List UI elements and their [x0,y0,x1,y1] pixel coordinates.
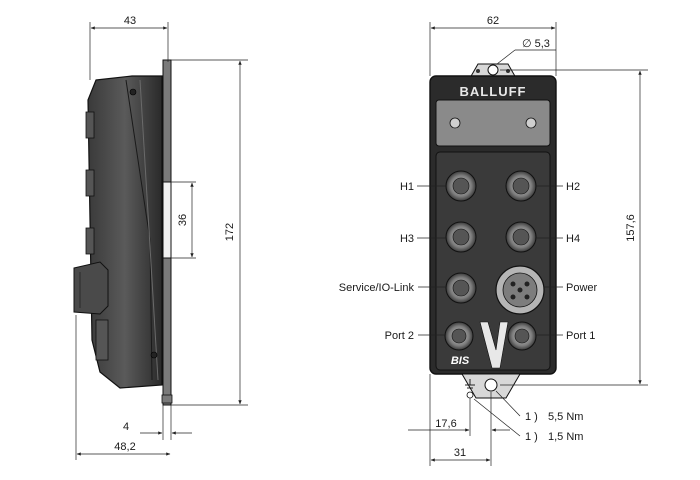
leader-line [473,398,521,437]
front-connector-panel [435,151,551,371]
dim-hole-diameter-label: ∅ 5,3 [522,38,550,50]
side-plate-foot [161,394,173,404]
dim-front-height-label: 157,6 [625,214,637,242]
brand-logo: BALLUFF [460,84,527,99]
connector-power [495,265,545,315]
side-plate-slot [162,181,172,259]
front-ground-hole [466,391,474,399]
front-bottom-hole [484,378,498,392]
dim-bottom-width-label: 31 [454,447,466,459]
port-label-h4: H4 [566,233,580,245]
connector-port2 [444,321,474,351]
side-connector-2 [85,169,95,197]
port-label-h2: H2 [566,181,580,193]
side-housing-highlight [139,79,159,381]
side-connector-1 [85,111,95,139]
connector-h4 [505,221,537,253]
side-power-connector [73,261,109,315]
side-led [150,351,158,359]
dim-side-total-label: 48,2 [114,441,135,453]
dim-side-width-label: 43 [124,15,136,27]
side-led [129,88,137,96]
front-label-plate [435,99,551,147]
torque-note-2-value: 1,5 Nm [548,431,583,443]
side-connector-4 [95,319,109,361]
front-view: BALLUFF [339,15,648,466]
dim-bottom-left-label: 17,6 [435,418,456,430]
connector-port1 [507,321,537,351]
leader-line [496,49,516,65]
connector-service [445,272,477,304]
torque-note-1-value: 5,5 Nm [548,411,583,423]
connector-h3 [445,221,477,253]
port-label-power: Power [566,282,598,294]
side-view: 43 172 36 4 48,2 [73,15,248,460]
front-top-hole [487,64,499,76]
torque-note-2-marker: 1 ) [525,431,538,443]
torque-note-1-marker: 1 ) [525,411,538,423]
ground-symbol-icon [465,379,475,389]
port-label-h1: H1 [400,181,414,193]
dim-slot-label: 36 [177,214,189,226]
dim-plate-label: 4 [123,421,129,433]
bis-logo: BIS [451,355,470,367]
dim-side-height-label: 172 [224,223,236,241]
port-label-service: Service/IO-Link [339,282,415,294]
connector-h1 [445,170,477,202]
port-label-h3: H3 [400,233,414,245]
leader-line [495,390,521,417]
port-label-port1: Port 1 [566,330,595,342]
side-connector-3 [85,227,95,255]
connector-h2 [505,170,537,202]
front-label-screw [525,117,537,129]
front-label-screw [449,117,461,129]
front-top-screw [476,69,480,73]
bis-v-mark [479,321,509,369]
port-label-port2: Port 2 [385,330,414,342]
front-top-screw [506,69,510,73]
dim-front-width-label: 62 [487,15,499,27]
